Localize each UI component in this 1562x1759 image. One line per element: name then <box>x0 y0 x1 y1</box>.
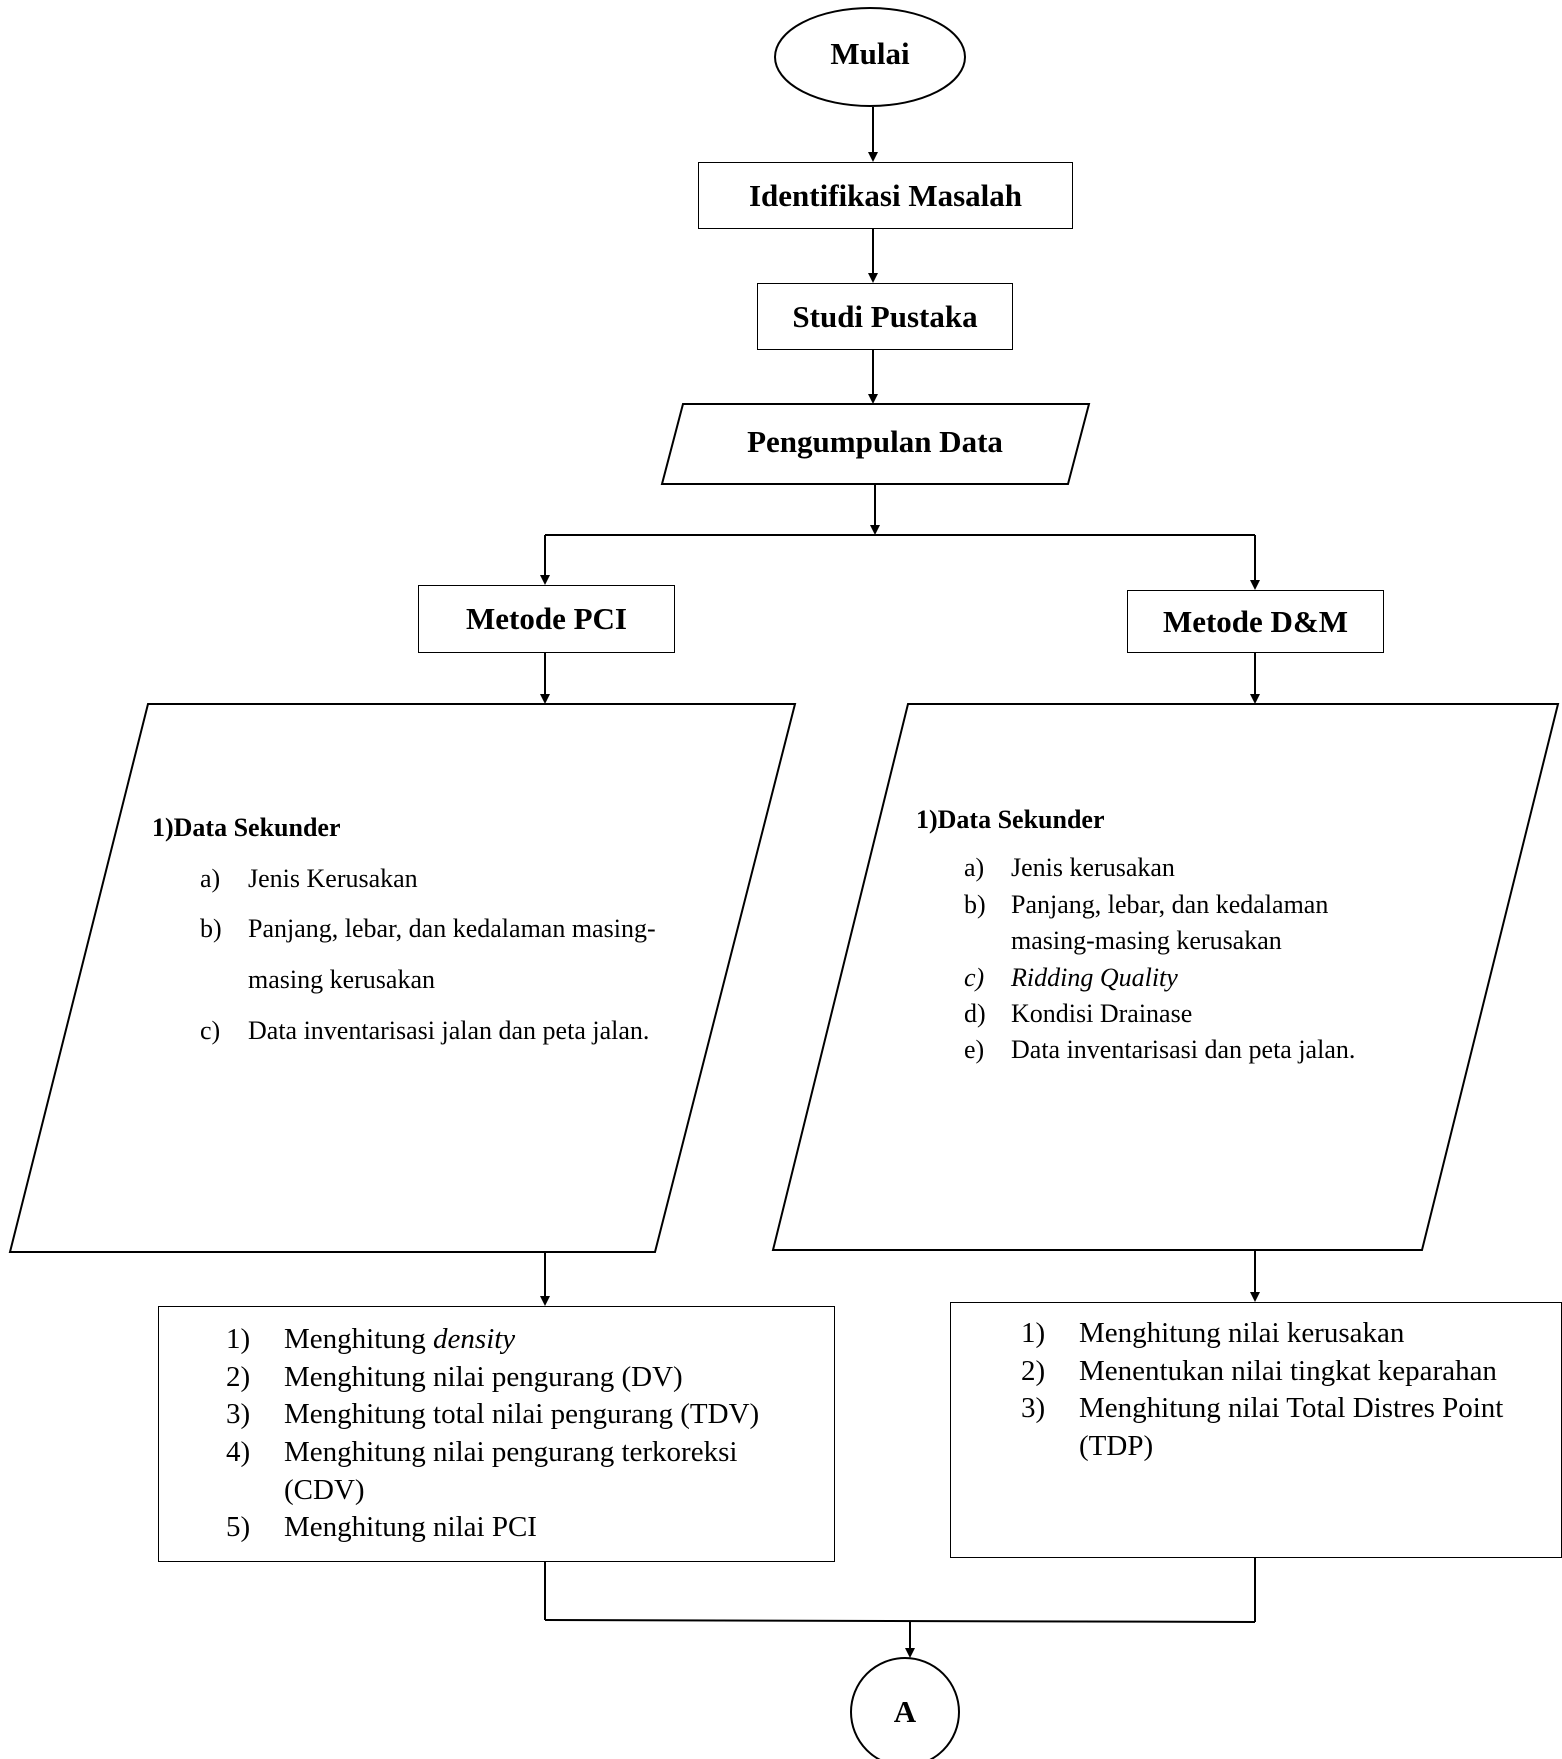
list-item: b)Panjang, lebar, dan kedalaman masing-m… <box>964 889 1329 956</box>
dm-method-box: Metode D&M <box>1127 590 1384 653</box>
literature-study-box: Studi Pustaka <box>757 283 1013 350</box>
pci-input-shape <box>8 703 797 1253</box>
dm-input-data: 1)Data Sekunder a)Jenis kerusakan b)Panj… <box>916 802 1436 1069</box>
list-item: 5)Menghitung nilai PCI <box>226 1511 537 1544</box>
list-item: c)Data inventarisasi jalan dan peta jala… <box>200 1015 650 1045</box>
list-item: a)Jenis Kerusakan <box>200 863 418 893</box>
collect-data-shape <box>660 403 1091 485</box>
list-item: 2)Menghitung nilai pengurang (DV) <box>226 1360 683 1393</box>
identify-problem-box: Identifikasi Masalah <box>698 162 1073 229</box>
collect-data-label: Pengumpulan Data <box>747 424 1003 459</box>
list-item: c)Ridding Quality <box>964 962 1178 992</box>
pci-steps-list: 1)Menghitung density 2)Menghitung nilai … <box>226 1321 806 1547</box>
end-connector: A <box>893 1694 917 1729</box>
pci-data-list: a)Jenis Kerusakan b)Panjang, lebar, dan … <box>152 854 672 1057</box>
merge-bottom <box>544 1619 1256 1623</box>
list-item: 1)Menghitung nilai kerusakan <box>1021 1317 1405 1349</box>
list-item: 3)Menghitung nilai Total Distres Point (… <box>1021 1392 1504 1463</box>
dm-steps-box: 1)Menghitung nilai kerusakan 2)Menentuka… <box>950 1302 1562 1558</box>
dm-steps-list: 1)Menghitung nilai kerusakan 2)Menentuka… <box>1021 1315 1551 1466</box>
dm-data-heading: 1)Data Sekunder <box>916 805 1105 834</box>
pci-input-data: 1)Data Sekunder a)Jenis Kerusakan b)Panj… <box>152 803 672 1056</box>
dm-data-list: a)Jenis kerusakan b)Panjang, lebar, dan … <box>916 850 1436 1068</box>
dm-steps: 1)Menghitung nilai kerusakan 2)Menentuka… <box>1021 1315 1551 1466</box>
list-item: d)Kondisi Drainase <box>964 998 1193 1028</box>
pci-data-heading: 1)Data Sekunder <box>152 813 341 842</box>
list-item: e)Data inventarisasi dan peta jalan. <box>964 1035 1356 1065</box>
list-item: b)Panjang, lebar, dan kedalaman masing-m… <box>200 914 656 995</box>
start-terminal-shape <box>774 7 966 107</box>
pci-method-box: Metode PCI <box>418 585 675 653</box>
list-item: 4)Menghitung nilai pengurang terkoreksi … <box>226 1436 738 1506</box>
list-item: 2)Menentukan nilai tingkat keparahan <box>1021 1354 1497 1387</box>
pci-steps-box: 1)Menghitung density 2)Menghitung nilai … <box>158 1306 835 1562</box>
dm-input-shape <box>771 703 1560 1251</box>
list-item: a)Jenis kerusakan <box>964 853 1175 883</box>
list-item: 3)Menghitung total nilai pengurang (TDV) <box>226 1398 760 1431</box>
pci-steps: 1)Menghitung density 2)Menghitung nilai … <box>226 1321 806 1547</box>
end-connector-shape <box>850 1657 960 1759</box>
list-item: 1)Menghitung density <box>226 1323 516 1355</box>
start-terminal: Mulai <box>830 36 910 71</box>
